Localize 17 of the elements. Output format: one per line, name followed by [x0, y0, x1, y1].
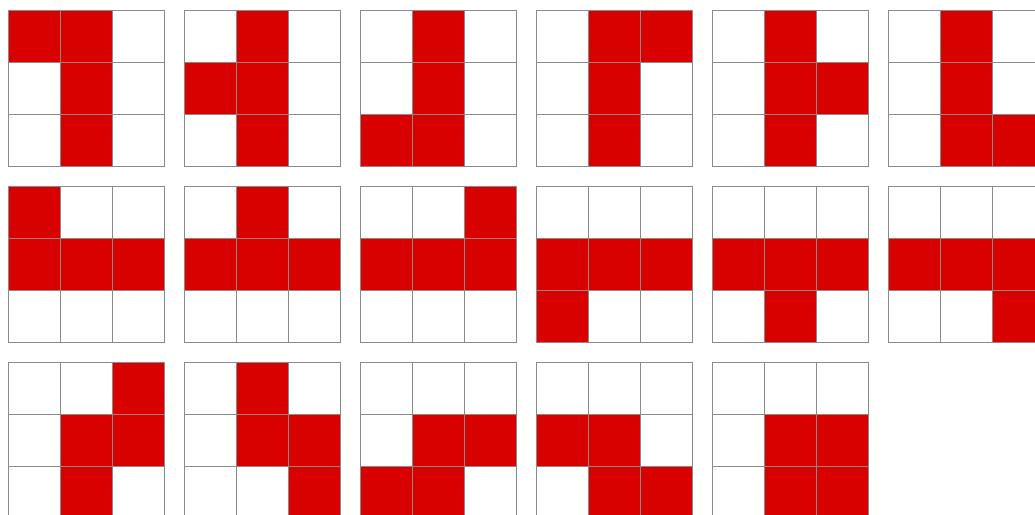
cell-grid-pattern — [183, 185, 341, 343]
cell-grid-pattern — [535, 361, 693, 515]
cell-grid-pattern — [535, 9, 693, 167]
cell-grid-pattern — [183, 9, 341, 167]
cell-grid-pattern — [7, 185, 165, 343]
cell-grid-pattern — [359, 9, 517, 167]
cell-grid-pattern — [711, 185, 869, 343]
cell-grid-pattern — [711, 361, 869, 515]
cell-grid-pattern — [359, 361, 517, 515]
cell-grid-pattern — [711, 9, 869, 167]
cell-grid-pattern — [7, 361, 165, 515]
cell-grid-pattern — [887, 185, 1035, 343]
cell-grid-pattern — [535, 185, 693, 343]
cell-grid-pattern — [887, 9, 1035, 167]
cell-grid-pattern — [183, 361, 341, 515]
cell-grid-pattern — [359, 185, 517, 343]
cell-grid-pattern — [7, 9, 165, 167]
